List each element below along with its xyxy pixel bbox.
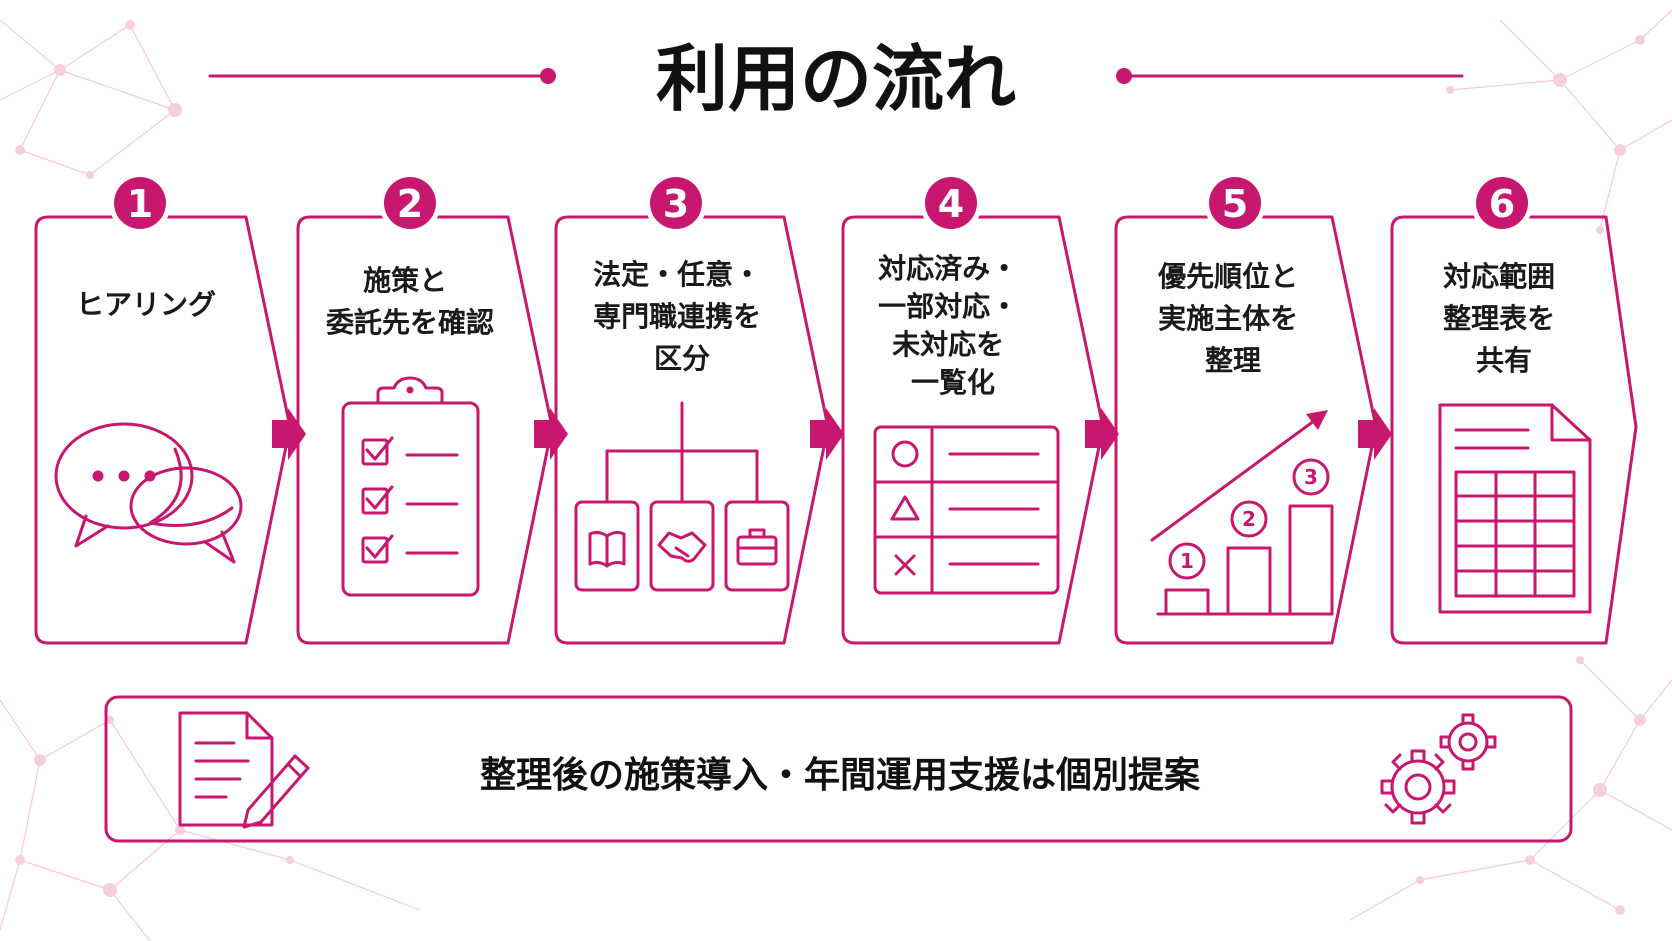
footer-text: 整理後の施策導入・年間運用支援は個別提案 (480, 755, 1201, 796)
background-network-pattern (0, 9, 1672, 941)
step-number: 1 (127, 182, 153, 226)
step-card-4 (841, 215, 1105, 645)
step-arrows (272, 408, 1392, 460)
step-labels: ヒアリング 施策と 委託先を確認 法定・任意・ 専門職連携を 区分 対応済み・ … (76, 252, 1565, 399)
step-label-1: ヒアリング (76, 288, 216, 321)
speech-bubbles-icon (54, 422, 243, 564)
title-group: 利用の流れ (208, 37, 1464, 121)
book-box (574, 500, 640, 592)
triangle-mark-icon (890, 495, 920, 521)
step-card-1 (34, 215, 292, 645)
step-label-5: 優先順位と 実施主体を 整理 (1157, 260, 1308, 377)
circle-mark-icon (891, 440, 919, 468)
step-badge-4: 4 (920, 172, 982, 234)
footer-panel: 整理後の施策導入・年間運用支援は個別提案 (104, 695, 1573, 843)
gears-icon (1380, 713, 1497, 825)
rank-number: 2 (1242, 507, 1256, 531)
step-label-2: 施策と 委託先を確認 (325, 264, 494, 339)
rank-number: 1 (1180, 549, 1194, 573)
spreadsheet-document-icon (1438, 403, 1592, 614)
step-number: 4 (938, 182, 964, 226)
title-dot-left (540, 68, 556, 84)
step-card-6 (1390, 215, 1638, 645)
step-card-2 (296, 215, 554, 645)
arrow-icon (1085, 408, 1119, 460)
document-pen-icon (178, 711, 310, 829)
arrow-icon (810, 408, 844, 460)
status-table-icon (873, 425, 1060, 595)
step-number: 5 (1222, 182, 1248, 226)
step-label-3: 法定・任意・ 専門職連携を 区分 (593, 258, 771, 375)
step-cards (34, 215, 1638, 645)
step-card-5 (1114, 215, 1378, 645)
step-number: 2 (397, 182, 423, 226)
arrow-icon (534, 408, 568, 460)
step-badge-6: 6 (1471, 172, 1533, 234)
step-number: 3 (663, 182, 689, 226)
step-badge-5: 5 (1204, 172, 1266, 234)
step-card-3 (554, 215, 830, 645)
clipboard-checklist-icon (341, 376, 480, 597)
arrow-icon (272, 408, 306, 460)
priority-steps-chart-icon: 1 2 3 (1150, 410, 1334, 616)
step-badge-1: 1 (109, 172, 171, 234)
handshake-box (649, 500, 715, 592)
category-tree-icon (574, 401, 790, 592)
arrow-icon (1358, 408, 1392, 460)
rank-number: 3 (1304, 465, 1318, 489)
step-number: 6 (1489, 182, 1515, 226)
trend-arrow-icon (1306, 410, 1328, 430)
briefcase-box (724, 500, 790, 592)
step-badge-2: 2 (379, 172, 441, 234)
cross-mark-icon (894, 554, 916, 576)
page-title: 利用の流れ (656, 37, 1016, 121)
step-badge-3: 3 (645, 172, 707, 234)
step-label-4: 対応済み・ 一部対応・ 未対応を 一覧化 (878, 252, 1028, 399)
step-label-6: 対応範囲 整理表を 共有 (1443, 260, 1565, 377)
step-badges: 1 2 3 4 5 6 (109, 172, 1533, 234)
